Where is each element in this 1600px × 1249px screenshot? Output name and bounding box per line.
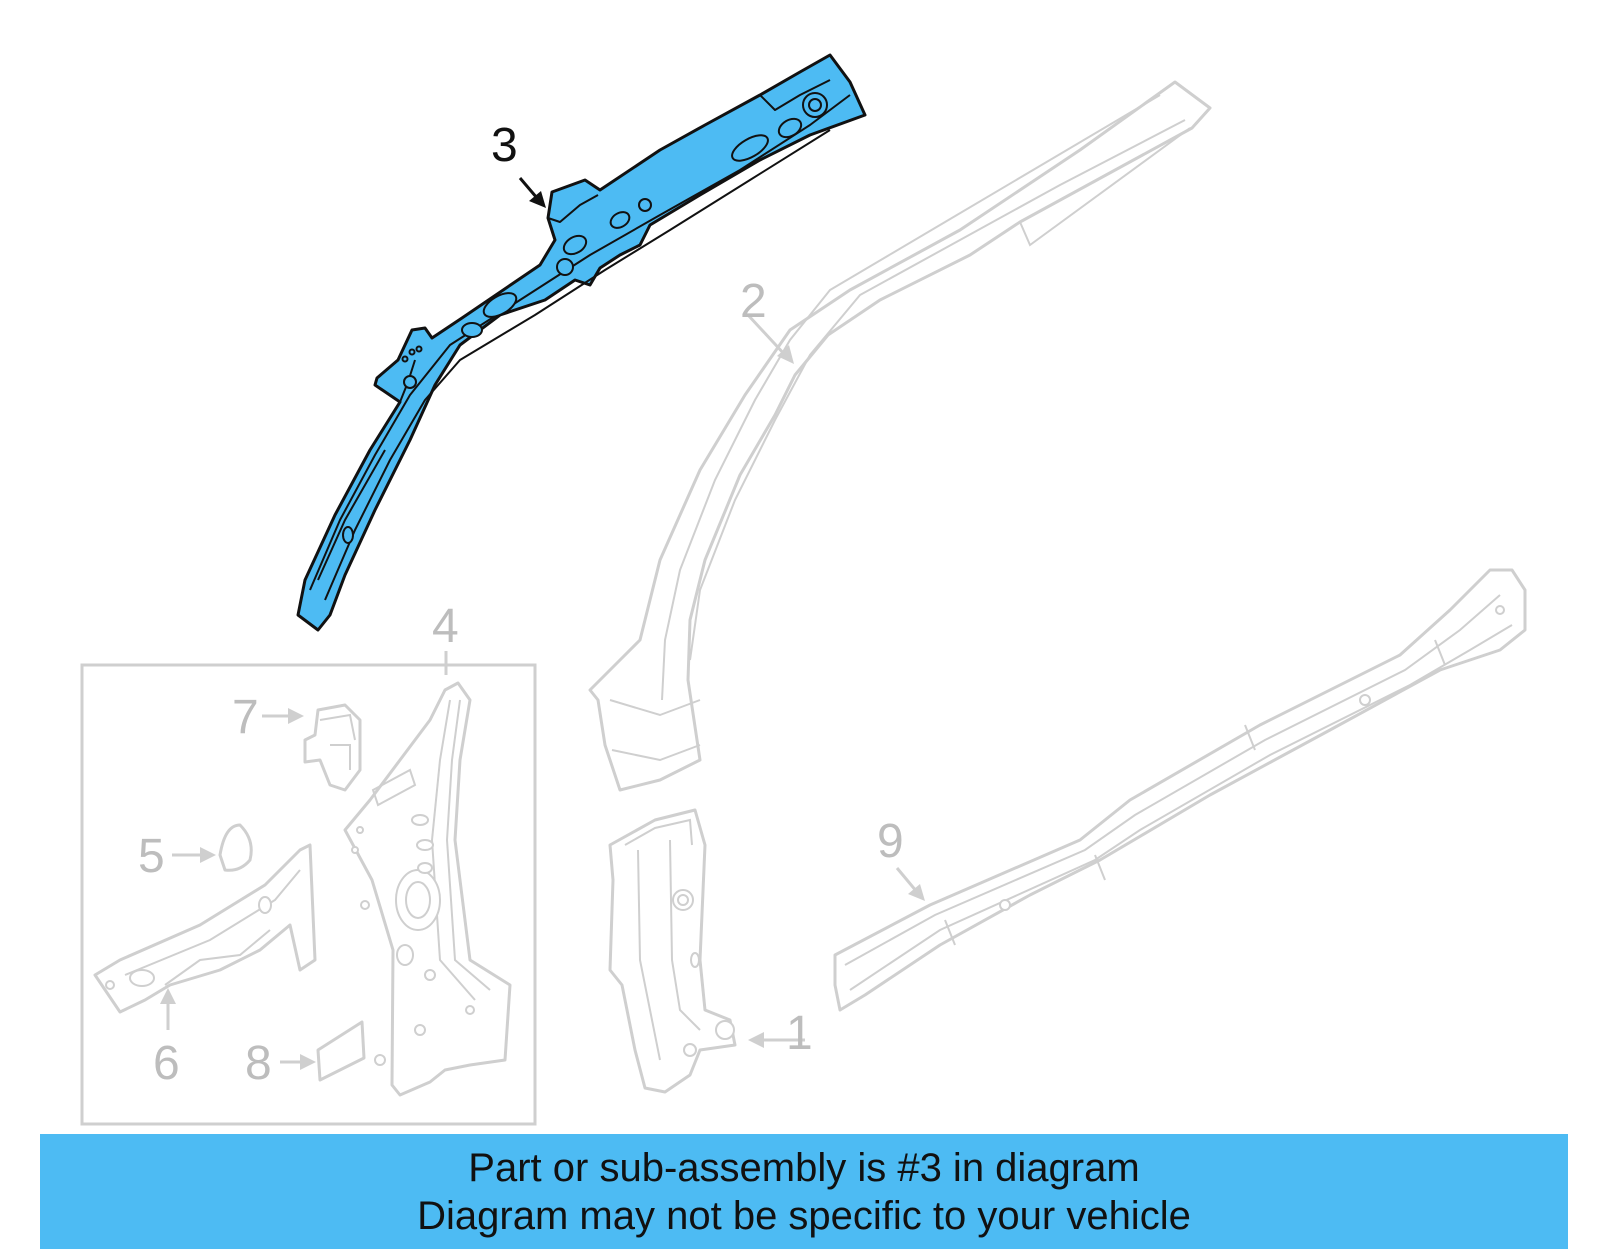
callout-5[interactable]: 5 [138,830,165,883]
part-2-roof-rail [588,80,1212,792]
sub-assembly-box [80,663,537,1126]
part-4-inner-panel [343,681,512,1097]
callout-3[interactable]: 3 [491,119,518,172]
part-7-bracket [303,703,362,792]
callout-7[interactable]: 7 [232,691,259,744]
banner-line-1: Part or sub-assembly is #3 in diagram [468,1145,1140,1190]
leader-arrow-3 [518,177,546,208]
callout-8[interactable]: 8 [245,1037,272,1090]
leader-arrows [160,313,925,1070]
banner-line-2: Diagram may not be specific to your vehi… [417,1193,1191,1238]
part-8-pad [316,1020,366,1082]
callout-4[interactable]: 4 [432,600,459,653]
part-5-grommet [218,823,253,872]
part-3-highlighted[interactable] [296,53,867,632]
callout-6[interactable]: 6 [153,1037,180,1090]
part-1-pillar [608,808,737,1094]
callout-1[interactable]: 1 [786,1007,813,1060]
part-6-reinforcement [93,843,317,1014]
info-banner: Part or sub-assembly is #3 in diagram Di… [40,1134,1568,1249]
callout-9[interactable]: 9 [877,815,904,868]
part-9-rocker [833,568,1527,1012]
callout-2[interactable]: 2 [740,275,767,328]
